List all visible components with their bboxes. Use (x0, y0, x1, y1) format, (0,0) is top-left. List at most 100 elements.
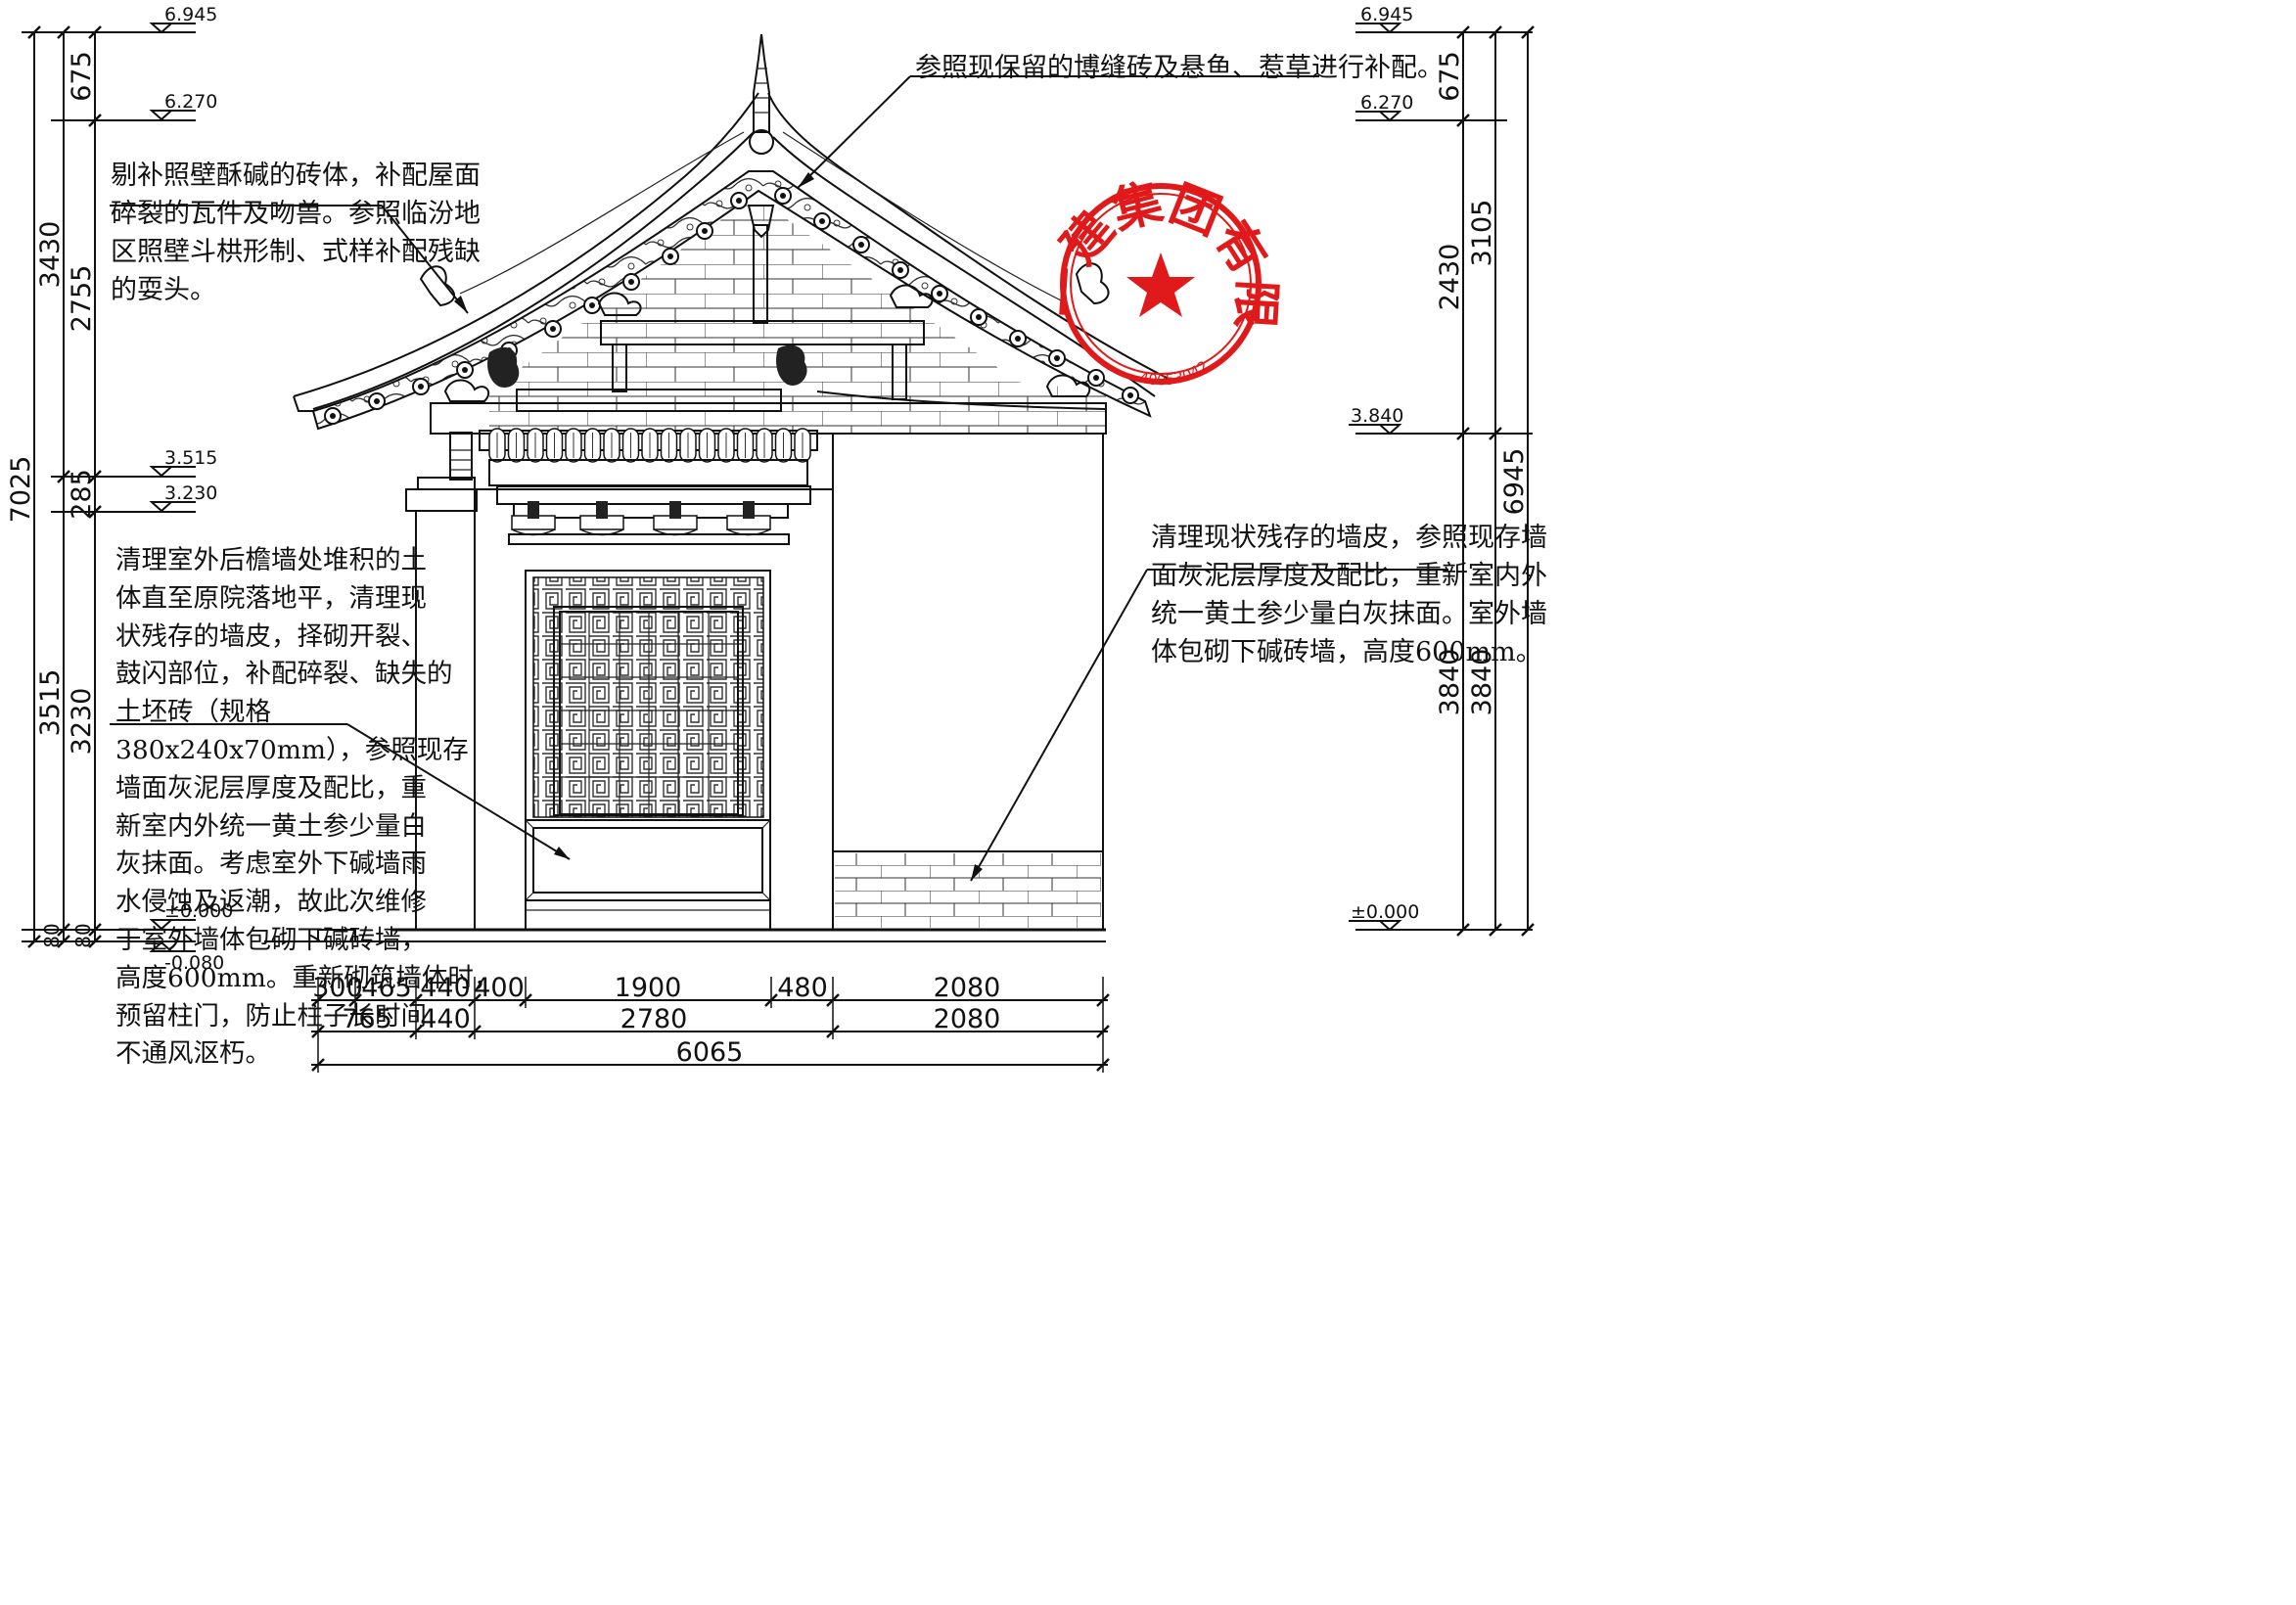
note-top-right: 参照现保留的博缝砖及悬鱼、惹草进行补配。 (915, 53, 1444, 83)
dim-80-inner: 80 (71, 923, 95, 947)
level-marker-6270-right: 6.270 (1355, 92, 1413, 122)
rosette-ornament (970, 308, 987, 326)
dim-285: 285 (67, 469, 97, 520)
tile-end (583, 428, 602, 463)
tile-end (679, 428, 697, 463)
dim-3840-outer: 3840 (1467, 649, 1497, 716)
dim-1900: 1900 (615, 973, 682, 1003)
left-dimension-chain: 7025 3430 3515 80 675 2755 285 3230 80 6… (6, 4, 233, 974)
dim-300: 300 (312, 973, 363, 1003)
tile-end (794, 428, 811, 463)
dim-400: 400 (474, 973, 525, 1003)
tile-end (660, 428, 678, 463)
note-top-left: 剔补照壁酥碱的砖体，补配屋面 碎裂的瓦件及吻兽。参照临汾地 区照壁斗栱形制、式样… (111, 160, 481, 305)
tile-end (527, 428, 544, 463)
svg-text:3.230: 3.230 (164, 482, 217, 504)
level-marker-3515: 3.515 (149, 447, 217, 478)
tile-end (488, 428, 506, 463)
rosette-ornament (1087, 369, 1105, 387)
rosette-ornament (730, 192, 748, 209)
dougong-bracket (653, 501, 698, 536)
roof (293, 33, 1175, 431)
svg-text:±0.000: ±0.000 (1351, 901, 1419, 923)
dim-2080-a: 2080 (934, 973, 1001, 1003)
rosette-ornament (1122, 387, 1139, 404)
bracket-set (496, 485, 811, 545)
dim-465: 465 (361, 973, 412, 1003)
window-frame (525, 570, 771, 931)
note-bottom-left: 清理室外后檐墙处堆积的土 体直至原院落地平，清理现 状残存的墙皮，择砌开裂、 鼓… (115, 545, 500, 1070)
level-marker-3840: 3.840 (1349, 405, 1403, 436)
building-elevation (264, 33, 1175, 942)
tile-end (603, 428, 620, 463)
dim-3105: 3105 (1467, 200, 1497, 267)
rosette-ornament (1048, 349, 1066, 367)
tile-end (545, 428, 564, 463)
dim-3430: 3430 (35, 221, 66, 289)
note-right: 清理现状残存的墙皮，参照现存墙 面灰泥层厚度及配比，重新室内外 统一黄土参少量白… (1151, 523, 1547, 667)
leader-lines (110, 75, 1448, 882)
svg-text:6.945: 6.945 (164, 4, 217, 25)
dim-2755: 2755 (67, 265, 97, 333)
svg-text:6.270: 6.270 (1360, 92, 1413, 114)
rosette-ornament (931, 285, 948, 302)
tile-end (774, 428, 793, 463)
rosette-ornament (412, 378, 430, 395)
ridge-beast-right (1075, 262, 1110, 305)
bottom-dimension-chain: 300 465 440 400 1900 480 2080 765 440 27… (311, 973, 1110, 1073)
dim-3515: 3515 (35, 669, 66, 737)
svg-text:6.945: 6.945 (1360, 4, 1413, 25)
dim-2780: 2780 (620, 1004, 688, 1034)
rosette-ornament (774, 187, 792, 205)
svg-text:±0.000: ±0.000 (164, 900, 233, 922)
level-marker-6945-left: 6.945 (149, 4, 217, 34)
rosette-ornament (892, 261, 909, 279)
rosette-ornament (662, 248, 679, 265)
level-marker-6945-right: 6.945 (1355, 4, 1413, 34)
rosette-ornament (852, 236, 870, 253)
tile-end (507, 428, 526, 463)
dim-480: 480 (777, 973, 828, 1003)
rosette-ornament (813, 212, 831, 230)
level-marker-000-right: ±0.000 (1349, 901, 1419, 932)
right-dimension-chain: 675 2430 3840 3105 3840 6945 6.945 6.270… (1349, 4, 1535, 937)
dragon-ornament-right (776, 344, 807, 386)
dim-675-right: 675 (1435, 51, 1465, 102)
svg-text:3.515: 3.515 (164, 447, 217, 469)
tile-end (698, 428, 716, 463)
level-marker-000-left: ±0.000 (149, 900, 233, 931)
tile-end (736, 428, 755, 463)
tile-end (717, 428, 735, 463)
rosette-ornament (324, 407, 342, 425)
rosette-ornament (583, 297, 601, 314)
dim-765: 765 (342, 1004, 392, 1034)
dim-440-a: 440 (420, 973, 471, 1003)
rosette-ornament (1009, 330, 1027, 347)
tile-end (641, 428, 659, 463)
level-marker-minus-080: -0.080 (149, 940, 224, 974)
dim-3230: 3230 (67, 688, 97, 756)
tile-end (621, 428, 640, 463)
svg-text:6.270: 6.270 (164, 91, 217, 113)
level-marker-6270-left: 6.270 (149, 91, 217, 121)
dim-7025: 7025 (6, 456, 36, 524)
dragon-ornament-left (487, 346, 520, 388)
dim-3840-inner: 3840 (1435, 649, 1465, 716)
dim-6945: 6945 (1499, 448, 1530, 516)
dim-675-left: 675 (67, 51, 97, 102)
dim-80-mid: 80 (40, 923, 64, 947)
dim-2080-b: 2080 (934, 1004, 1001, 1034)
eave-tile-row (479, 428, 818, 486)
dim-440-b: 440 (420, 1004, 471, 1034)
dim-6065: 6065 (676, 1037, 744, 1068)
dougong-bracket (579, 501, 624, 536)
rosette-ornament (622, 273, 640, 291)
tile-end (565, 428, 582, 463)
dougong-bracket (511, 501, 556, 536)
rosette-ornament (456, 361, 474, 379)
svg-text:-0.080: -0.080 (164, 952, 224, 974)
seal-number: 40053042 (1137, 357, 1212, 389)
seal-star-icon (1126, 252, 1195, 317)
rosette-ornament (696, 222, 713, 240)
